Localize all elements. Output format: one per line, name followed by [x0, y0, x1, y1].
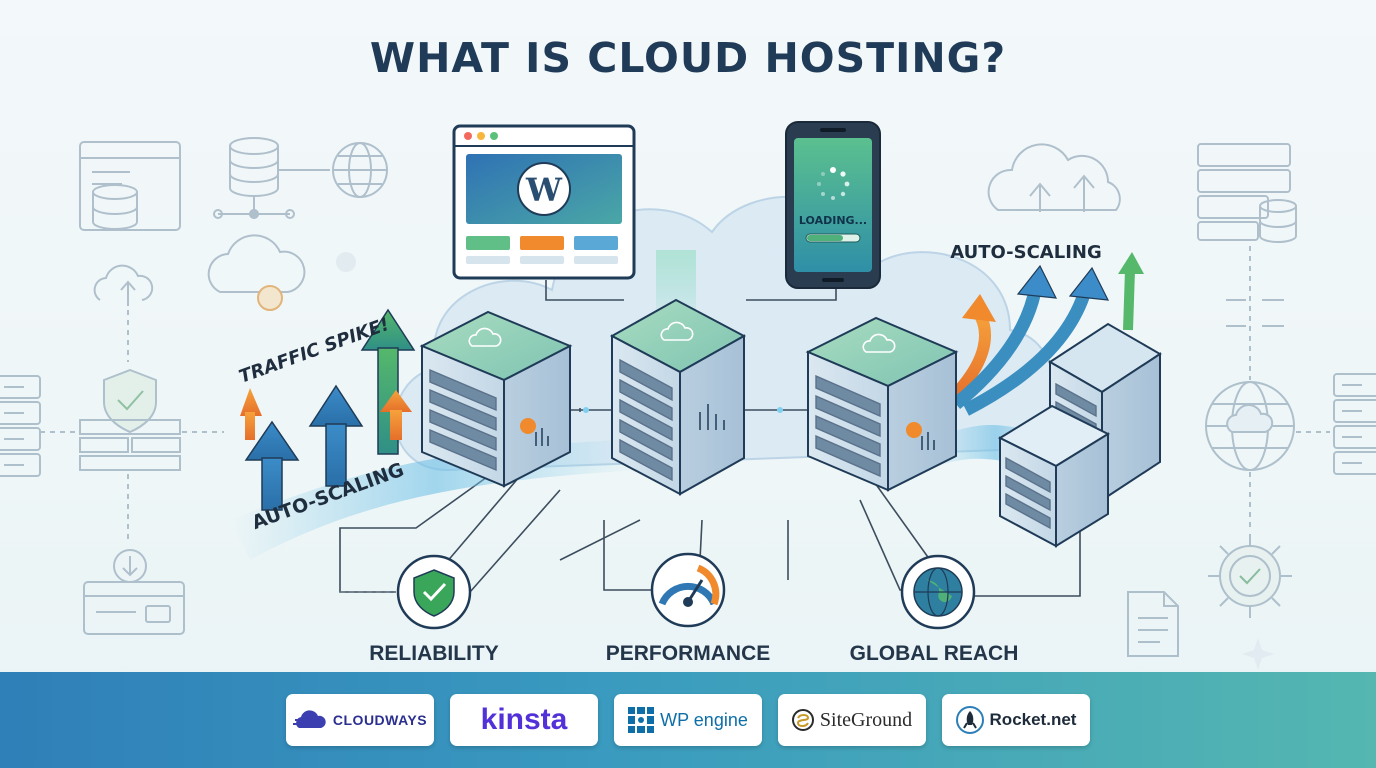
server-rack-database-icon — [1197, 143, 1297, 243]
provider-card-cloudways[interactable]: CLOUDWAYS — [286, 694, 434, 746]
cloud-hosting-diagram: W LOADING... — [0, 121, 1376, 670]
pillar-label-reliability: RELIABILITY — [369, 642, 499, 665]
traffic-arrows — [240, 308, 416, 511]
provider-name: CLOUDWAYS — [332, 712, 428, 728]
server-rack-left-icon — [0, 375, 41, 477]
reliability-icon — [396, 554, 472, 630]
download-window-icon — [83, 549, 185, 635]
provider-card-wpengine[interactable]: WP engine — [614, 694, 762, 746]
auto-scaling-right-label: AUTO-SCALING — [950, 242, 1102, 263]
scaling-arrows — [945, 252, 1144, 416]
window-database-icon — [79, 141, 181, 231]
pillar-label-global-reach: GLOBAL REACH — [849, 642, 1019, 665]
wordpress-icon — [517, 162, 571, 216]
cloud-coin-icon — [207, 234, 356, 311]
server-right — [805, 316, 959, 492]
arrow-orange-small — [240, 388, 262, 440]
browser-window: W — [452, 124, 636, 280]
gear-check-icon — [1208, 534, 1292, 618]
arrow-blue-1 — [244, 420, 300, 511]
siteground-swirl-icon — [791, 709, 814, 731]
provider-card-siteground[interactable]: SiteGround — [778, 694, 926, 746]
provider-name: SiteGround — [819, 708, 913, 731]
server-rack-right-icon — [1333, 373, 1376, 475]
server-center — [609, 250, 747, 496]
cloud-arrows-icon — [987, 143, 1121, 212]
mobile-phone: LOADING... — [785, 121, 881, 289]
provider-name: kinsta — [480, 703, 568, 736]
traffic-spike-label: TRAFFIC SPIKE! — [236, 314, 392, 388]
globe-outline-icon — [332, 142, 388, 198]
globe-cloud-outline-icon — [1205, 381, 1295, 471]
pillar-label-performance: PERFORMANCE — [605, 642, 771, 665]
loading-spinner-icon — [817, 167, 850, 200]
loading-text: LOADING... — [799, 214, 867, 227]
server-left — [419, 310, 573, 488]
provider-name: Rocket.net — [989, 710, 1077, 729]
provider-footer: CLOUDWAYS kinsta WP engine SiteGround Ro… — [0, 672, 1376, 768]
server-scaled-front — [997, 404, 1111, 548]
provider-card-kinsta[interactable]: kinsta — [450, 694, 598, 746]
rocket-icon — [955, 706, 984, 734]
page-title: WHAT IS CLOUD HOSTING? — [369, 34, 1007, 82]
arrow-orange-2 — [380, 390, 412, 440]
provider-name: WP engine — [660, 709, 748, 730]
database-network-icon — [213, 137, 330, 219]
background-icons — [0, 137, 1376, 670]
document-icon — [1127, 591, 1179, 657]
wpengine-grid-icon — [628, 707, 655, 733]
provider-card-rocketnet[interactable]: Rocket.net — [942, 694, 1090, 746]
cloud-upload-icon — [93, 264, 154, 306]
global-reach-icon — [900, 554, 976, 630]
shield-firewall-icon — [79, 368, 181, 471]
wordpress-letter: W — [525, 171, 563, 209]
arrow-blue-2 — [308, 384, 364, 487]
performance-icon — [650, 552, 726, 628]
cloudways-cloud-icon — [292, 710, 326, 728]
